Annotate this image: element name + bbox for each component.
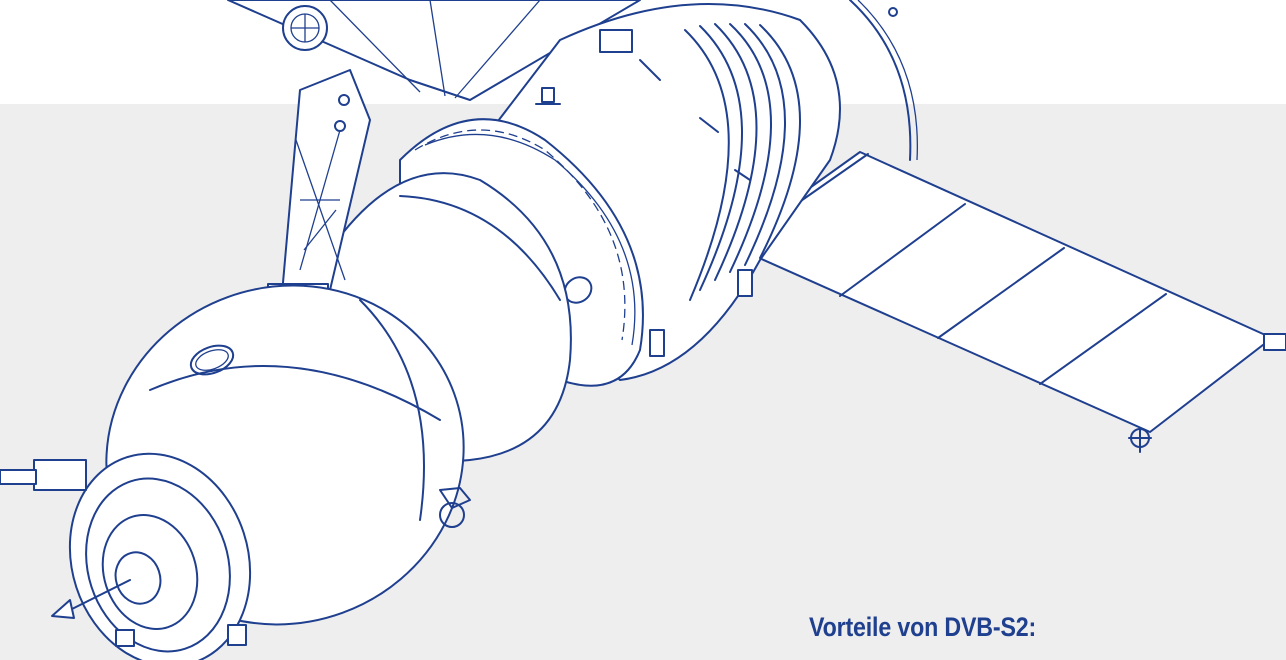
solar-panel-upper-icon [227, 0, 641, 101]
section-heading: Vorteile von DVB-S2: [809, 612, 1037, 642]
docking-arm-icon [267, 5, 371, 301]
docking-port-icon [0, 452, 252, 660]
solar-panel-right-icon [729, 151, 1286, 453]
antenna-arc-icon [849, 0, 919, 161]
